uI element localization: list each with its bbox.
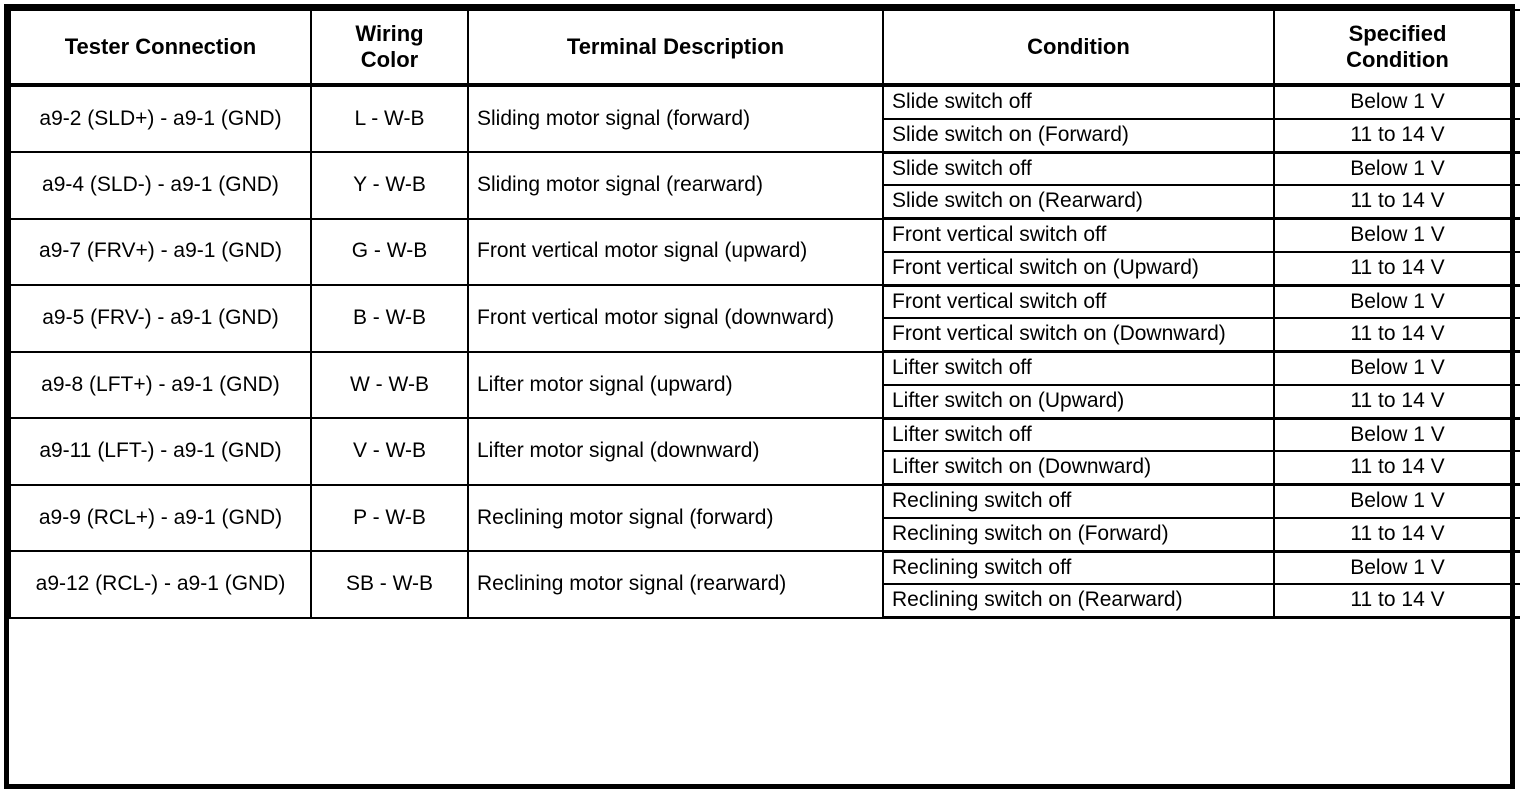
cell-terminal-description: Front vertical motor signal (downward) — [467, 284, 884, 353]
cell-condition: Lifter switch on (Downward) — [882, 450, 1275, 487]
cell-wiring-color: W - W-B — [310, 350, 469, 420]
cell-tester-connection: a9-7 (FRV+) - a9-1 (GND) — [9, 217, 312, 287]
cell-wiring-color: V - W-B — [310, 417, 469, 486]
col-header-terminal-description: Terminal Description — [467, 9, 884, 87]
cell-terminal-description: Sliding motor signal (forward) — [467, 83, 884, 154]
table-row: Reclining switch on (Rearward)11 to 14 V — [10, 583, 1520, 620]
wiring-color-line1: Wiring — [355, 21, 424, 47]
cell-condition: Front vertical switch off — [882, 283, 1275, 320]
cell-condition: Slide switch off — [882, 83, 1275, 120]
cell-terminal-description: Reclining motor signal (rearward) — [467, 550, 884, 619]
cell-wiring-color: B - W-B — [310, 284, 469, 353]
table-row: Front vertical switch on (Downward)11 to… — [10, 317, 1520, 354]
cell-tester-connection: a9-4 (SLD-) - a9-1 (GND) — [9, 151, 312, 220]
cell-specified-condition: Below 1 V — [1273, 83, 1520, 120]
cell-specified-condition: 11 to 14 V — [1273, 383, 1520, 420]
cell-specified-condition: 11 to 14 V — [1273, 250, 1520, 287]
cell-condition: Slide switch on (Rearward) — [882, 184, 1275, 221]
col-header-tester-connection: Tester Connection — [9, 9, 312, 87]
table-row: Slide switch on (Forward)11 to 14 V — [10, 117, 1520, 154]
cell-wiring-color: Y - W-B — [310, 151, 469, 220]
cell-wiring-color: P - W-B — [310, 483, 469, 553]
cell-specified-condition: 11 to 14 V — [1273, 450, 1520, 487]
cell-specified-condition: Below 1 V — [1273, 483, 1520, 519]
cell-specified-condition: Below 1 V — [1273, 283, 1520, 320]
table-row: Lifter switch on (Upward)11 to 14 V — [10, 383, 1520, 420]
cell-condition: Slide switch on (Forward) — [882, 117, 1275, 154]
cell-tester-connection: a9-2 (SLD+) - a9-1 (GND) — [9, 83, 312, 154]
cell-terminal-description: Reclining motor signal (forward) — [467, 483, 884, 553]
cell-specified-condition: 11 to 14 V — [1273, 516, 1520, 553]
cell-specified-condition: 11 to 14 V — [1273, 317, 1520, 354]
col-header-condition: Condition — [882, 9, 1275, 87]
header-row: Tester Connection Wiring Color Terminal … — [9, 9, 1520, 87]
cell-tester-connection: a9-12 (RCL-) - a9-1 (GND) — [9, 550, 312, 619]
cell-tester-connection: a9-5 (FRV-) - a9-1 (GND) — [9, 284, 312, 353]
table-header: Tester Connection Wiring Color Terminal … — [9, 9, 1520, 87]
cell-condition: Lifter switch off — [882, 350, 1275, 386]
cell-terminal-description: Sliding motor signal (rearward) — [467, 151, 884, 220]
cell-terminal-description: Front vertical motor signal (upward) — [467, 217, 884, 287]
cell-condition: Front vertical switch on (Downward) — [882, 317, 1275, 354]
cell-specified-condition: Below 1 V — [1273, 416, 1520, 453]
cell-wiring-color: SB - W-B — [310, 550, 469, 619]
cell-condition: Front vertical switch off — [882, 217, 1275, 253]
cell-condition: Reclining switch off — [882, 549, 1275, 586]
cell-condition: Reclining switch on (Forward) — [882, 516, 1275, 553]
cell-tester-connection: a9-8 (LFT+) - a9-1 (GND) — [9, 350, 312, 420]
cell-condition: Reclining switch on (Rearward) — [882, 583, 1275, 620]
cell-specified-condition: 11 to 14 V — [1273, 117, 1520, 154]
cell-condition: Front vertical switch on (Upward) — [882, 250, 1275, 287]
cell-wiring-color: G - W-B — [310, 217, 469, 287]
table-row: Lifter switch on (Downward)11 to 14 V — [10, 450, 1520, 487]
cell-condition: Lifter switch on (Upward) — [882, 383, 1275, 420]
specified-condition-line1: Specified — [1348, 21, 1447, 47]
specified-condition-line2: Condition — [1346, 47, 1449, 72]
cell-tester-connection: a9-9 (RCL+) - a9-1 (GND) — [9, 483, 312, 553]
cell-terminal-description: Lifter motor signal (upward) — [467, 350, 884, 420]
cell-specified-condition: Below 1 V — [1273, 549, 1520, 586]
terminal-spec-table: Tester Connection Wiring Color Terminal … — [9, 9, 1520, 620]
cell-wiring-color: L - W-B — [310, 83, 469, 154]
cell-terminal-description: Lifter motor signal (downward) — [467, 417, 884, 486]
table-row: Reclining switch on (Forward)11 to 14 V — [10, 516, 1520, 553]
cell-condition: Reclining switch off — [882, 483, 1275, 519]
table-row: Front vertical switch on (Upward)11 to 1… — [10, 250, 1520, 287]
col-header-wiring-color: Wiring Color — [310, 9, 469, 87]
cell-specified-condition: 11 to 14 V — [1273, 184, 1520, 221]
cell-condition: Slide switch off — [882, 150, 1275, 187]
cell-specified-condition: 11 to 14 V — [1273, 583, 1520, 620]
cell-specified-condition: Below 1 V — [1273, 150, 1520, 187]
cell-specified-condition: Below 1 V — [1273, 217, 1520, 253]
cell-specified-condition: Below 1 V — [1273, 350, 1520, 386]
cell-tester-connection: a9-11 (LFT-) - a9-1 (GND) — [9, 417, 312, 486]
wiring-color-line2: Color — [360, 47, 419, 72]
cell-condition: Lifter switch off — [882, 416, 1275, 453]
col-header-specified-condition: Specified Condition — [1273, 9, 1520, 87]
table-row: Slide switch on (Rearward)11 to 14 V — [10, 184, 1520, 221]
